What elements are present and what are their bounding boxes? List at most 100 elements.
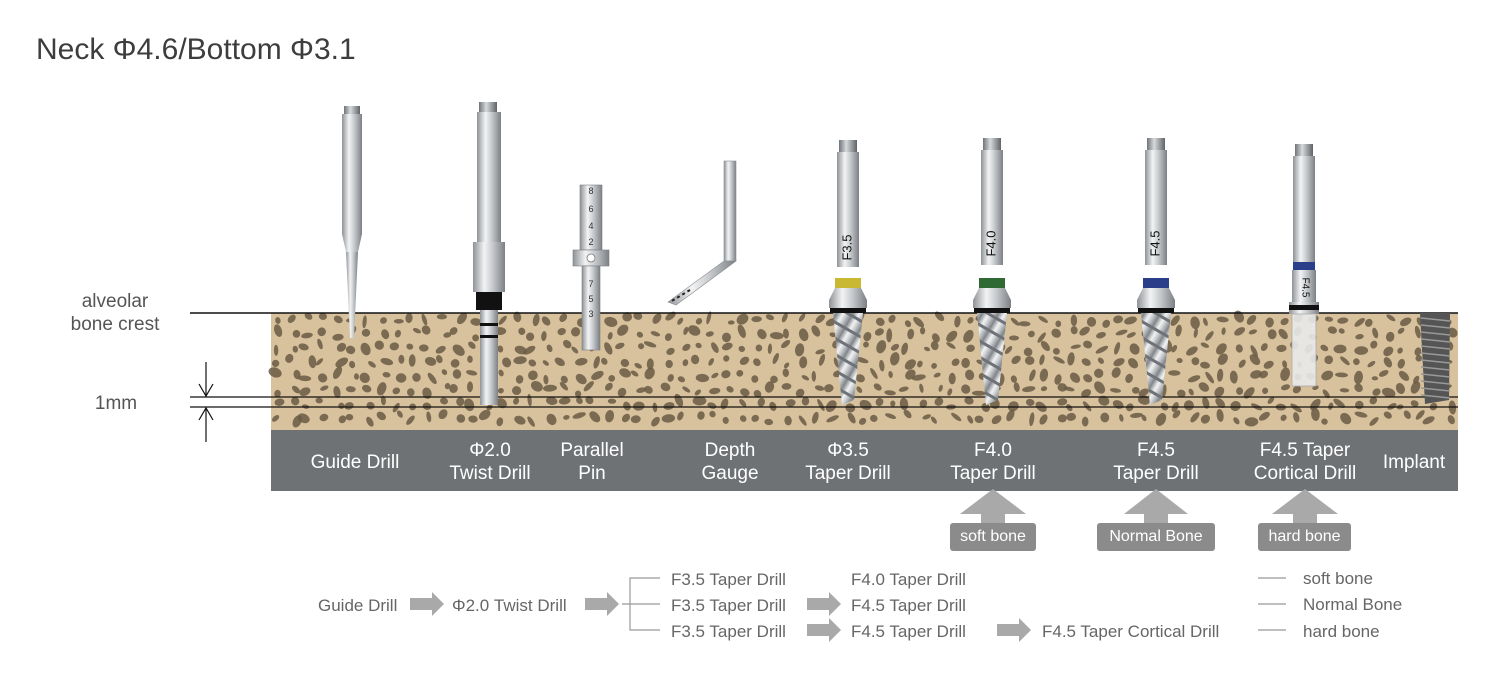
bone-pore <box>360 342 371 356</box>
bone-pore <box>496 398 507 409</box>
bone-pore <box>1040 386 1048 392</box>
bone-pore <box>1081 416 1089 427</box>
bone-pore <box>1280 414 1287 422</box>
bone-pore <box>1216 408 1224 422</box>
bone-pore <box>1013 382 1020 392</box>
bone-type-arrows <box>960 489 1338 524</box>
bone-pore <box>456 312 468 325</box>
bone-pore <box>274 398 285 406</box>
bone-pore <box>755 344 763 352</box>
bone-tag-hard: hard bone <box>1258 523 1351 551</box>
bone-pore <box>498 315 507 325</box>
bone-pore <box>576 397 583 405</box>
bone-pore <box>1250 370 1262 379</box>
bone-pore <box>739 399 747 407</box>
bone-pore <box>419 344 429 352</box>
bone-pore <box>847 412 856 424</box>
bone-pore <box>1186 346 1198 356</box>
bone-pore <box>1216 316 1229 323</box>
bone-pore <box>1113 358 1125 367</box>
bone-pore <box>845 403 856 413</box>
implant-thread <box>1420 380 1451 385</box>
bone-pore <box>285 353 294 363</box>
taper-drill-image <box>973 138 1011 405</box>
bone-pore <box>1081 358 1091 366</box>
bone-pore <box>525 332 535 341</box>
bone-pore <box>353 373 360 380</box>
bone-pore <box>333 385 341 399</box>
bone-pore <box>709 410 716 418</box>
bone-pore <box>1340 356 1350 366</box>
bone-pore <box>464 398 475 412</box>
bone-pore <box>1372 388 1381 396</box>
bone-pore <box>863 341 869 348</box>
bone-pore <box>1200 414 1211 424</box>
pin-depth-mark: 8 <box>588 186 593 196</box>
pin-depth-mark: 6 <box>588 204 593 214</box>
legend-normal-bone: Normal Bone <box>1303 595 1403 614</box>
bone-pore <box>630 415 641 424</box>
bone-pore <box>1397 358 1405 369</box>
bone-pore <box>1096 331 1106 339</box>
bone-pore <box>660 382 671 392</box>
bone-pore <box>1171 344 1178 353</box>
bone-pore <box>422 402 432 411</box>
bone-pore <box>1321 370 1334 381</box>
bone-pore <box>1333 398 1346 408</box>
bone-pore <box>1371 376 1379 381</box>
bone-pore <box>1397 347 1403 354</box>
bone-pore <box>753 358 761 367</box>
bone-pore <box>644 385 653 394</box>
sequence-row2-step1: F3.5 Taper Drill <box>671 596 786 615</box>
bone-pore <box>879 359 885 372</box>
guide-drill-image <box>342 106 362 338</box>
bone-pore <box>709 387 721 395</box>
bone-pore <box>440 397 448 405</box>
bone-pore <box>1354 346 1369 355</box>
bone-pore <box>546 413 557 426</box>
bone-pore <box>1322 389 1330 399</box>
bone-pore <box>1364 318 1373 327</box>
bone-pore <box>362 384 372 393</box>
bone-pore <box>1278 328 1288 340</box>
bone-pore <box>1246 314 1257 325</box>
bone-pore <box>1202 317 1208 326</box>
bone-pore <box>636 387 647 393</box>
bone-pore <box>1333 344 1347 354</box>
bone-pore <box>751 316 762 323</box>
bone-pore <box>496 417 504 427</box>
bone-pore <box>1216 343 1227 355</box>
bone-pore <box>406 388 415 397</box>
bone-pore <box>1138 388 1149 397</box>
bone-pore <box>1216 368 1224 382</box>
implant-thread <box>1420 387 1451 392</box>
bone-pore <box>1353 358 1360 366</box>
bone-pore <box>974 415 984 424</box>
bone-pore <box>333 315 343 324</box>
bone-pore <box>1037 332 1046 343</box>
bone-pore <box>518 327 526 335</box>
bone-pore <box>273 324 283 337</box>
bone-pore <box>727 320 735 325</box>
bone-pore <box>1248 329 1258 335</box>
bone-pore <box>1055 320 1062 328</box>
bone-pore <box>317 373 328 383</box>
bone-pore <box>562 339 572 349</box>
bone-pore <box>1126 332 1136 338</box>
bone-pore <box>923 346 931 352</box>
bone-pore <box>617 387 627 397</box>
bone-pore <box>1170 315 1180 326</box>
bone-pore <box>739 415 747 422</box>
bone-pore <box>444 383 451 390</box>
bone-pore <box>1137 395 1151 405</box>
bone-pore <box>1383 346 1394 357</box>
bone-pore <box>575 373 587 385</box>
bone-pore <box>468 341 476 349</box>
bone-pore <box>1250 345 1258 358</box>
bone-tag-normal: Normal Bone <box>1097 523 1215 551</box>
bone-pore <box>643 341 657 348</box>
bone-pore <box>1070 326 1078 335</box>
bone-pore <box>798 328 809 342</box>
